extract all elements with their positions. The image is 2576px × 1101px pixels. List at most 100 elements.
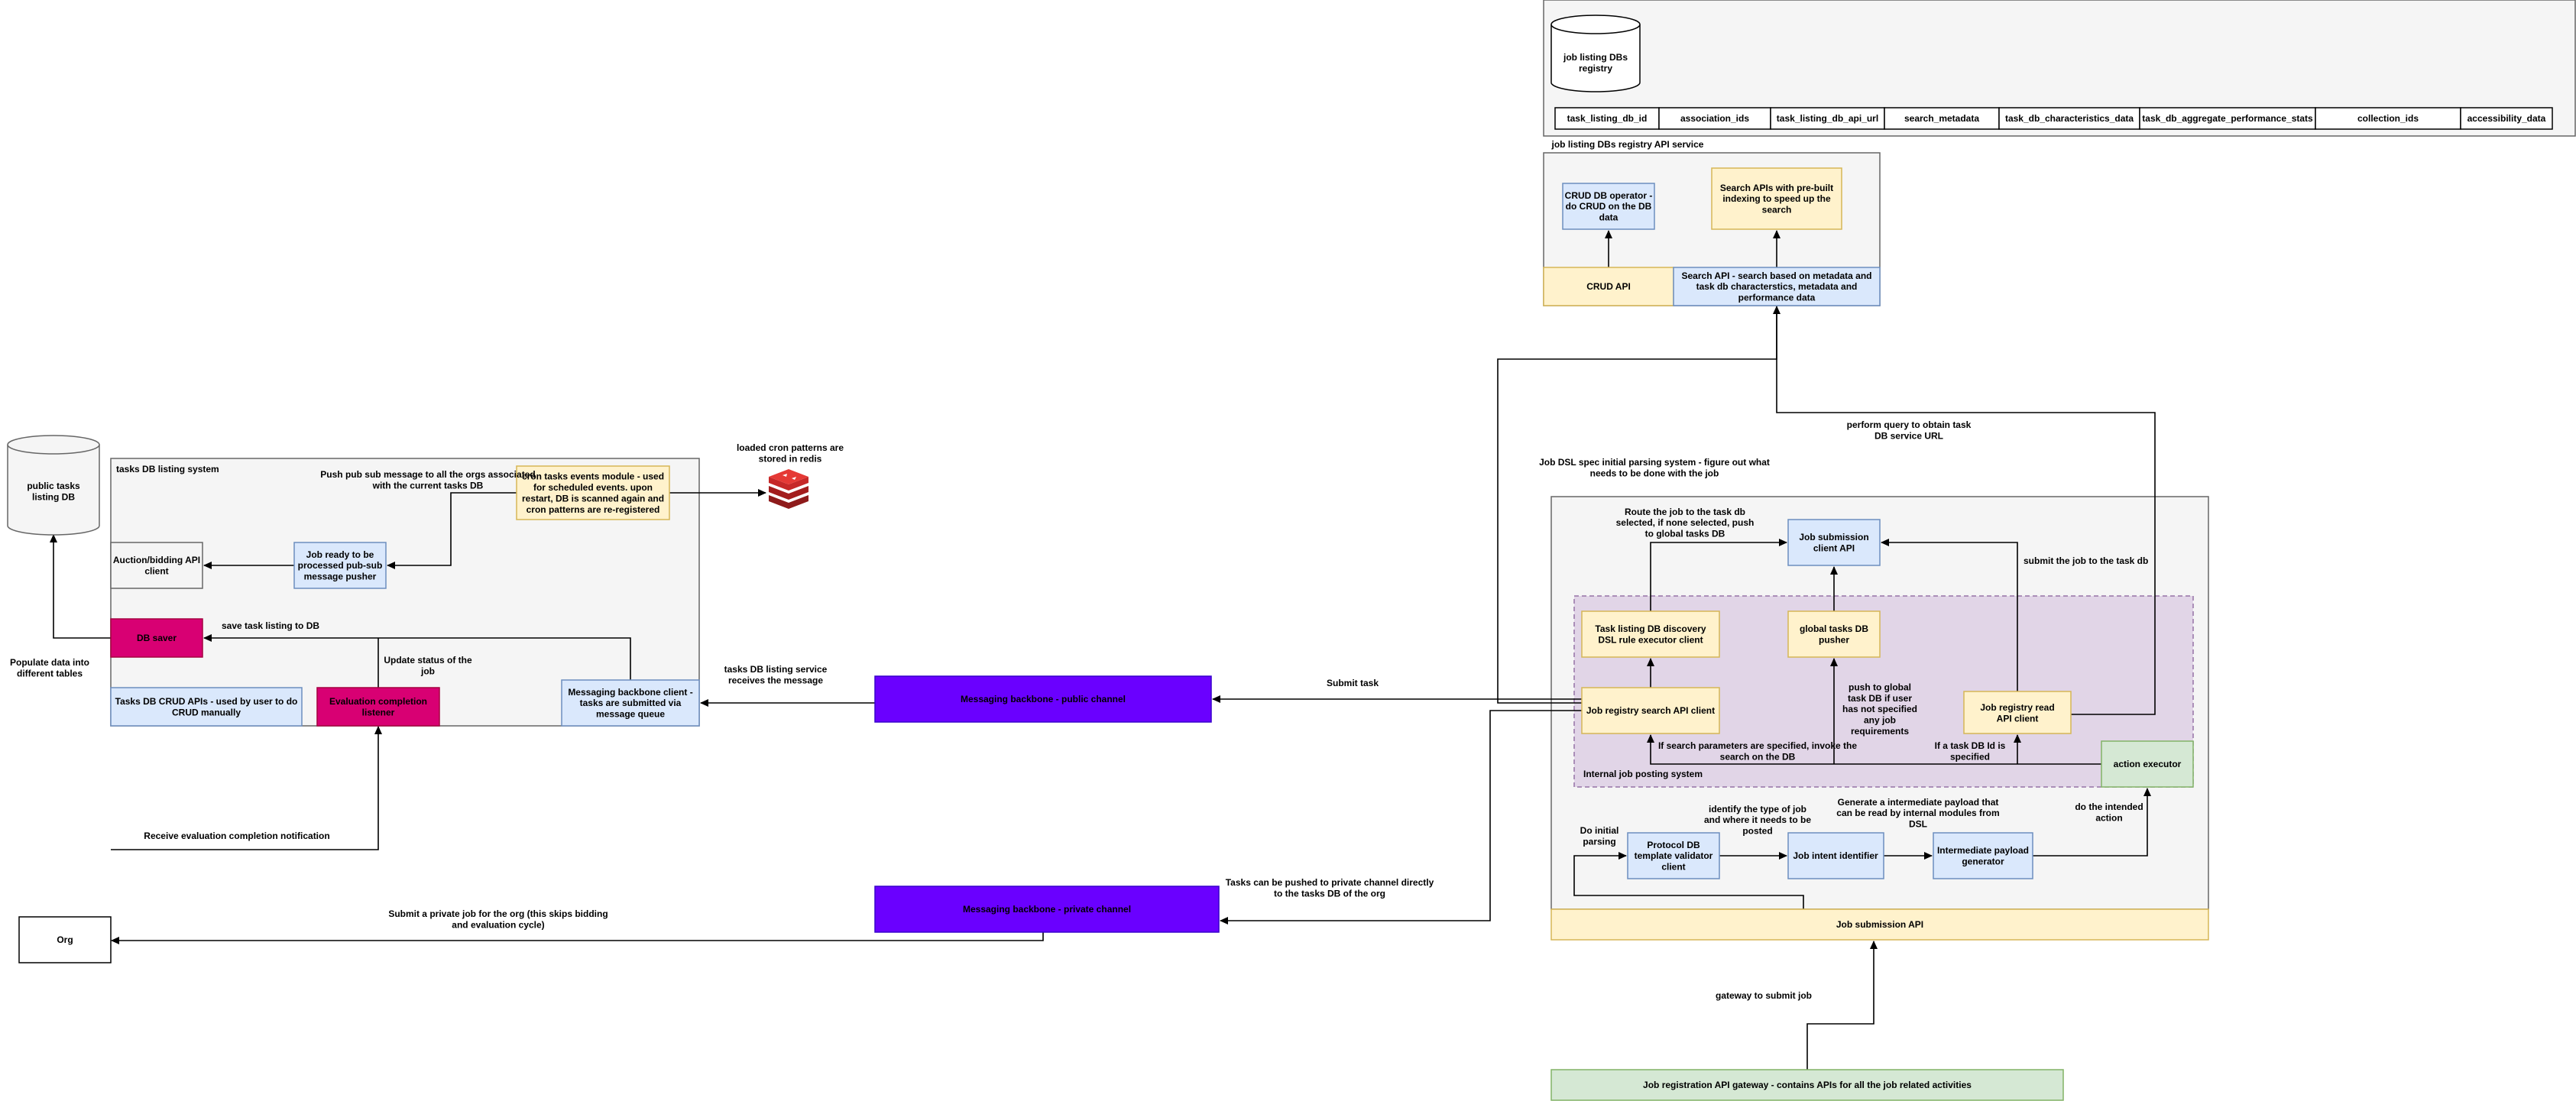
org-label: Org [57, 934, 73, 945]
edge-label-save-task-listing: save task listing to DB [222, 620, 319, 631]
edge-gateway-to-submission-api [1806, 941, 1878, 1070]
tasks-db-crud-apis-node [110, 687, 303, 727]
edge-search-to-private [1220, 710, 1582, 925]
db-saver-label: DB saver [137, 633, 177, 643]
registry-table-header-search-metadata: search_metadata [1904, 113, 1979, 124]
search-api-node [1673, 267, 1881, 306]
edge-read-to-submission [1881, 539, 2018, 691]
edge-cron-to-pusher [387, 492, 517, 569]
action-executor-node [2101, 740, 2194, 788]
messaging-backbone-client-node [561, 679, 700, 727]
edge-private-to-org [111, 932, 1044, 944]
job-dsl-parsing-system-label: Job DSL spec initial parsing system - fi… [1539, 457, 1770, 478]
edge-submission-api-to-validator [1573, 852, 1804, 909]
messaging-backbone-client-label: Messaging backbone client -tasks are sub… [568, 687, 692, 720]
registry-table-header-task-db-characteristics-data: task_db_characteristics_data [2005, 113, 2134, 124]
edge-label-receive-eval-notification: Receive evaluation completion notificati… [144, 831, 329, 841]
org-node [18, 916, 112, 963]
registry-api-service-label: job listing DBs registry API service [1551, 139, 1704, 150]
db-saver-node [110, 618, 203, 658]
job-registration-gateway-label: Job registration API gateway - contains … [1643, 1080, 1972, 1090]
tasks-db-listing-system-label: tasks DB listing system [116, 464, 219, 474]
edge-label-tasks-private-channel: Tasks can be pushed to private channel d… [1226, 877, 1434, 899]
edges [50, 230, 2156, 1070]
global-tasks-db-pusher-node [1787, 610, 1881, 658]
job-registry-read-client-node [1963, 691, 2072, 734]
job-registry-search-client-label: Job registry search API client [1586, 705, 1715, 716]
registry-table [1554, 107, 2553, 130]
job-submission-client-api-node [1787, 519, 1881, 566]
registry-table-header-task-db-aggregate-performance-stats: task_db_aggregate_performance_stats [2142, 113, 2313, 124]
edge-payload-to-action [2033, 788, 2151, 857]
crud-api-node [1543, 267, 1674, 306]
crud-db-operator-node [1562, 183, 1655, 230]
edge-label-submit-task: Submit task [1327, 678, 1379, 688]
edge-label-submit-private-job: Submit a private job for the org (this s… [388, 908, 608, 930]
registry-table-header-task-listing-db-api-url: task_listing_db_api_url [1777, 113, 1878, 124]
job-listing-dbs-registry-cylinder [1550, 15, 1641, 92]
job-registry-search-client-node [1581, 687, 1720, 734]
job-submission-api-node [1550, 908, 2209, 941]
registry-table-header-task-listing-db-id: task_listing_db_id [1567, 113, 1648, 124]
intermediate-payload-generator-node [1933, 832, 2033, 879]
edge-discovery-to-submission [1650, 539, 1787, 611]
edge-receive-eval-notification [111, 726, 382, 850]
cron-tasks-module-node [516, 465, 670, 520]
internal-job-posting-system-label: Internal job posting system [1583, 769, 1703, 779]
redis-icon [769, 469, 808, 509]
messaging-backbone-private-label: Messaging backbone - private channel [963, 904, 1131, 915]
protocol-db-validator-node [1627, 832, 1720, 879]
edge-action-to-search [1647, 734, 2101, 765]
edge-label-gateway-submit: gateway to submit job [1716, 990, 1812, 1001]
action-executor-label: action executor [2114, 759, 2182, 769]
registry-table-header-collection-ids: collection_ids [2357, 113, 2419, 124]
edge-label-if-search-params: If search parameters are specified, invo… [1658, 740, 1857, 762]
edge-label-push-pub-sub: Push pub sub message to all the orgs ass… [320, 469, 535, 491]
messaging-backbone-public-label: Messaging backbone - public channel [961, 694, 1126, 704]
messaging-backbone-private-node [874, 886, 1220, 933]
job-intent-identifier-node [1787, 832, 1884, 879]
edge-label-submit-job-to-task-db: submit the job to the task db [2024, 555, 2148, 566]
crud-api-label: CRUD API [1586, 281, 1631, 292]
evaluation-completion-listener-node [316, 687, 440, 727]
job-registration-gateway-node [1550, 1069, 2064, 1101]
job-submission-api-label: Job submission API [1836, 919, 1923, 930]
registry-table-header-association-ids: association_ids [1680, 113, 1749, 124]
job-intent-identifier-label: Job intent identifier [1793, 850, 1878, 861]
edge-client-to-dbsaver [203, 634, 631, 680]
task-listing-discovery-node [1581, 610, 1720, 658]
auction-bidding-client-node [110, 542, 203, 589]
edge-dbsaver-to-publicdb [50, 534, 111, 639]
edge-read-to-search-api [1776, 307, 2156, 715]
search-apis-prebuilt-node [1711, 167, 1842, 230]
public-tasks-listing-db-cylinder [7, 435, 100, 536]
messaging-backbone-public-node [874, 675, 1212, 723]
registry-table-header-accessibility-data: accessibility_data [2467, 113, 2546, 124]
